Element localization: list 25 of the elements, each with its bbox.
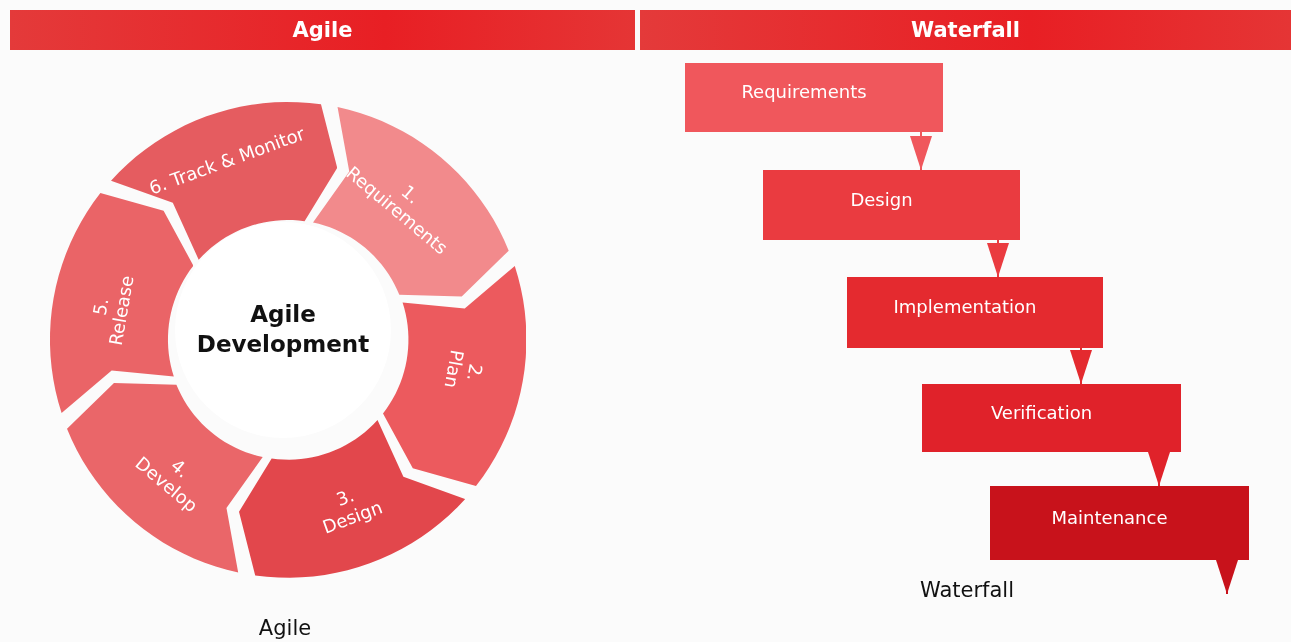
phase-box	[922, 384, 1181, 452]
figure-caption: Agile	[258, 616, 312, 640]
header-band	[640, 10, 1291, 50]
center-title: Agile Development	[195, 300, 371, 359]
callout-arrow	[1148, 451, 1170, 487]
callout-arrow	[910, 131, 932, 171]
phase-label: Requirements	[741, 82, 867, 103]
section-heading: Agile	[292, 17, 353, 43]
segment-label: 3. Design	[318, 483, 387, 540]
segment-label: 5. Release	[87, 272, 139, 349]
phase-label: Verification	[990, 402, 1093, 424]
callout-arrow	[1070, 347, 1092, 385]
figure-caption: Waterfall	[920, 578, 1014, 602]
phase-label: Implementation	[893, 297, 1037, 318]
phase-box	[685, 63, 943, 132]
phase-label: Design	[850, 189, 913, 211]
phase-box	[990, 486, 1249, 560]
section-heading: Waterfall	[911, 17, 1020, 43]
callout-arrow	[987, 239, 1009, 278]
segment-label: 2. Plan	[440, 347, 489, 392]
phase-box	[763, 170, 1020, 240]
phase-box	[847, 277, 1103, 348]
callout-arrow	[1216, 559, 1238, 595]
phase-label: Maintenance	[1051, 507, 1168, 529]
header-band	[10, 10, 635, 50]
